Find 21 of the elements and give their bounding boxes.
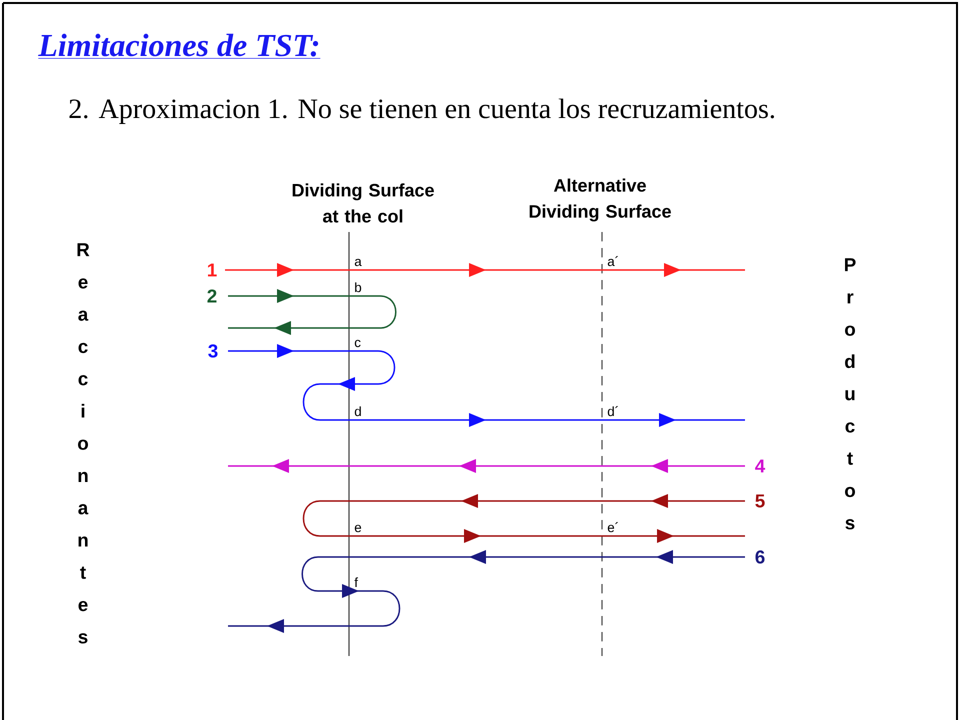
vertical-label: Reaccionantes [78, 243, 90, 644]
crossing-point-label: f [354, 577, 358, 587]
vertical-label: Productos [845, 258, 856, 530]
trajectory-number: 6 [756, 550, 765, 564]
surface-label: Dividing Surface at the col [292, 183, 434, 223]
crossing-point-label: d´ [608, 406, 618, 416]
trajectory-number: 2 [207, 289, 216, 302]
crossing-point-label: e´ [608, 522, 618, 532]
crossing-point-label: a [354, 258, 362, 266]
trajectory-number: 3 [208, 344, 218, 358]
surface-label: Alternative Dividing Surface [530, 178, 671, 222]
crossing-point-label: a´ [608, 256, 618, 266]
crossing-point-label: b [355, 282, 362, 292]
crossing-point-label: e [354, 524, 362, 532]
subtitle-text: 2. Aproximacion 1. No se tienen en cuenta los recruzamientos. [70, 98, 774, 124]
trajectory-number: 1 [208, 264, 217, 276]
crossing-point-label: c [354, 340, 361, 348]
trajectory-number: 5 [755, 494, 765, 508]
crossing-point-label: d [354, 406, 361, 416]
trajectory-number: 4 [755, 460, 766, 472]
slide-title: Limitaciones de TST: [38, 34, 321, 59]
